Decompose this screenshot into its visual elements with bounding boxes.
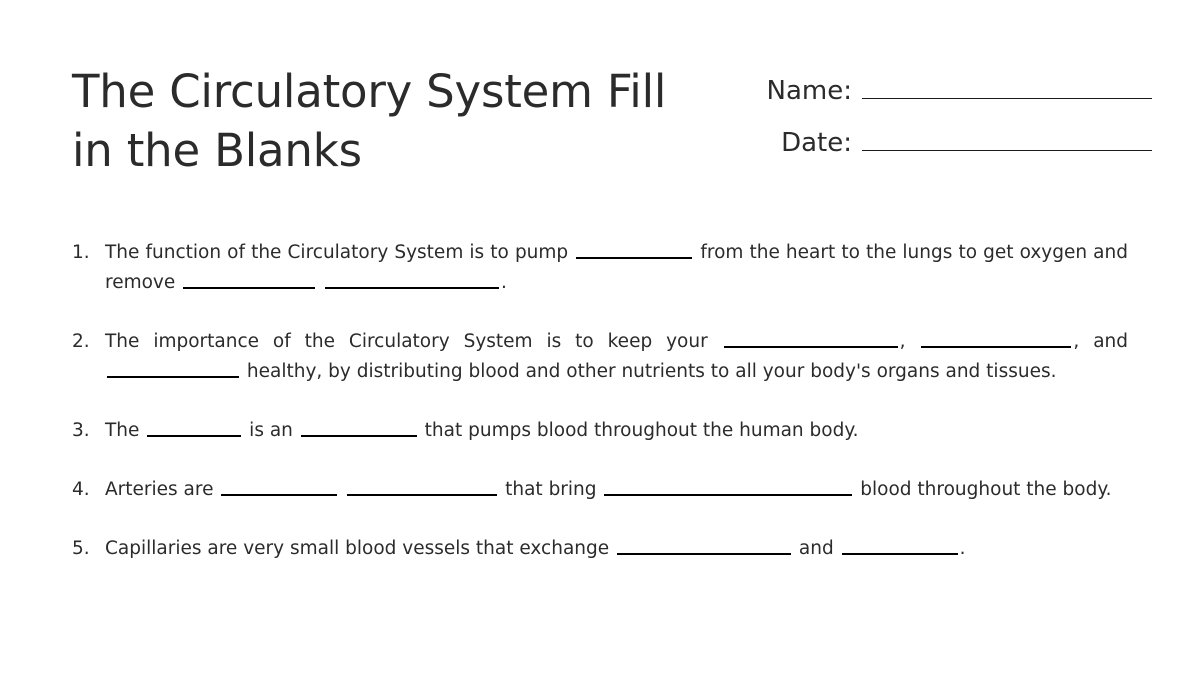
- answer-blank[interactable]: [841, 537, 958, 555]
- question-text-segment: ,: [899, 331, 920, 352]
- question-text: The importance of the Circulatory System…: [105, 327, 1128, 387]
- answer-blank[interactable]: [300, 419, 417, 437]
- question-number: 3.: [72, 420, 90, 441]
- answer-blank[interactable]: [617, 537, 792, 555]
- question-text-segment: Capillaries are very small blood vessels…: [105, 538, 616, 559]
- question-list: 1. The function of the Circulatory System…: [72, 238, 1128, 564]
- question-item: 5. Capillaries are very small blood vesse…: [72, 534, 1128, 564]
- question-number: 1.: [72, 242, 90, 263]
- question-text-segment: blood throughout the body.: [854, 479, 1112, 500]
- answer-blank[interactable]: [107, 360, 239, 378]
- question-text-segment: Arteries are: [105, 479, 220, 500]
- student-info-fields: Name: Date:: [762, 76, 1152, 180]
- question-text-segment: from the heart to the lungs to get oxyge…: [105, 242, 1128, 293]
- question-text-segment: and: [793, 538, 840, 559]
- question-text-segment: healthy, by distributing blood and other…: [241, 361, 1057, 382]
- name-field-row: Name:: [762, 76, 1152, 106]
- name-input-line[interactable]: [862, 76, 1152, 99]
- question-item: 4. Arteries are that bring blood througho…: [72, 475, 1128, 505]
- answer-blank[interactable]: [183, 271, 316, 289]
- answer-blank[interactable]: [347, 478, 498, 496]
- question-text-segment: that bring: [499, 479, 603, 500]
- question-text-segment: The: [105, 420, 146, 441]
- question-item: 3. The is an that pumps blood throughout …: [72, 416, 1128, 446]
- question-text-segment: The importance of the Circulatory System…: [105, 331, 722, 352]
- page-title: The Circulatory System Fill in the Blank…: [72, 65, 667, 177]
- question-number: 2.: [72, 331, 90, 352]
- answer-blank[interactable]: [921, 330, 1072, 348]
- question-text: Capillaries are very small blood vessels…: [105, 534, 1128, 564]
- date-label: Date:: [781, 128, 852, 158]
- worksheet-header: The Circulatory System Fill in the Blank…: [72, 62, 1152, 180]
- question-text-segment: .: [959, 538, 966, 559]
- question-text-segment: The function of the Circulatory System i…: [105, 242, 575, 263]
- answer-blank[interactable]: [147, 419, 242, 437]
- question-text-segment: , and: [1073, 331, 1128, 352]
- question-text: The is an that pumps blood throughout th…: [105, 416, 1128, 446]
- question-text: Arteries are that bring blood throughout…: [105, 475, 1128, 505]
- date-field-row: Date:: [762, 128, 1152, 158]
- question-text: The function of the Circulatory System i…: [105, 238, 1128, 298]
- question-text-segment: [317, 272, 323, 293]
- question-item: 1. The function of the Circulatory System…: [72, 238, 1128, 298]
- answer-blank[interactable]: [723, 330, 898, 348]
- answer-blank[interactable]: [604, 478, 853, 496]
- name-label: Name:: [766, 76, 852, 106]
- question-text-segment: that pumps blood throughout the human bo…: [418, 420, 859, 441]
- question-text-segment: .: [501, 272, 507, 293]
- question-text-segment: [339, 479, 345, 500]
- answer-blank[interactable]: [325, 271, 500, 289]
- answer-blank[interactable]: [576, 241, 693, 259]
- date-input-line[interactable]: [862, 128, 1152, 151]
- question-number: 5.: [72, 538, 90, 559]
- question-item: 2. The importance of the Circulatory Syst…: [72, 327, 1128, 387]
- question-text-segment: is an: [243, 420, 299, 441]
- question-number: 4.: [72, 479, 90, 500]
- answer-blank[interactable]: [221, 478, 338, 496]
